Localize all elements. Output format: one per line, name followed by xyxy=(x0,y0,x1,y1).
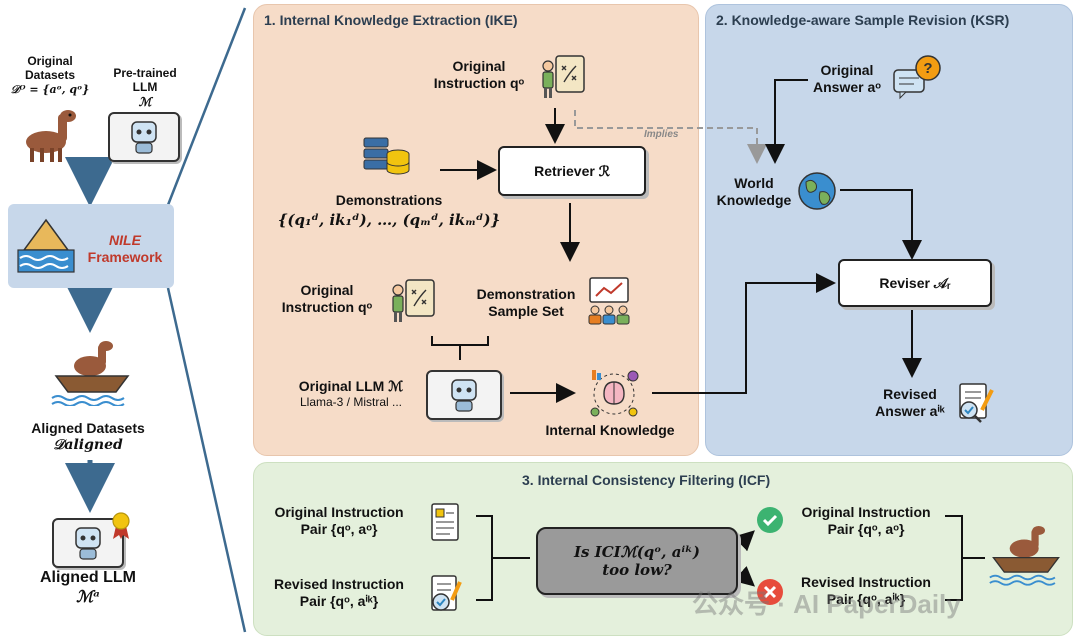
reviser-box: Reviser 𝒜ᵣ xyxy=(838,259,992,307)
original-llm-monitor xyxy=(426,370,502,420)
world-knowledge-label: World Knowledge xyxy=(716,175,792,208)
aligned-llm-label: Aligned LLM ℳᵃ xyxy=(40,569,136,607)
internal-knowledge-label: Internal Knowledge xyxy=(545,422,675,438)
teacher-board-icon xyxy=(392,279,435,322)
watermark: 公众号 · AI PaperDaily xyxy=(692,589,961,619)
svg-text:?: ? xyxy=(923,60,932,77)
cross-icon xyxy=(757,579,783,605)
nile-label: NILE Framework xyxy=(87,232,163,265)
check-icon xyxy=(757,507,783,533)
implies-label: Implies xyxy=(644,129,679,140)
original-llm-label: Original LLM ℳ Llama-3 / Mistral ... xyxy=(298,378,404,409)
original-instruction-mid-label: Original Instruction qᵒ xyxy=(281,282,373,315)
robot-icon xyxy=(131,121,157,154)
llama-boat-icon xyxy=(989,525,1060,586)
rev-pair-right-label: Revised Instruction Pair {qᵒ, aⁱᵏ} xyxy=(801,574,931,607)
document-check-icon xyxy=(431,575,462,611)
rev-pair-left-label: Revised Instruction Pair {qᵒ, aⁱᵏ} xyxy=(274,576,404,609)
demo-sample-set-label: Demonstration Sample Set xyxy=(476,286,576,319)
retriever-box: Retriever ℛ xyxy=(498,146,646,196)
question-chat-icon: ? xyxy=(893,55,941,100)
medal-icon xyxy=(112,512,130,539)
llama-icon xyxy=(26,110,76,162)
original-answer-label: Original Answer aᵒ xyxy=(813,62,881,95)
orig-pair-left-label: Original Instruction Pair {qᵒ, aᵒ} xyxy=(274,504,404,537)
teacher-board-icon xyxy=(542,55,585,98)
original-instruction-top-label: Original Instruction qᵒ xyxy=(433,58,525,91)
pretrained-llm-monitor xyxy=(108,112,180,162)
document-list-icon xyxy=(431,503,459,541)
llama-boat-icon xyxy=(51,341,130,406)
brain-icon xyxy=(590,370,639,417)
revised-answer-label: Revised Answer aⁱᵏ xyxy=(875,386,945,419)
ksr-title: 2. Knowledge-aware Sample Revision (KSR) xyxy=(716,12,1010,28)
aligned-llm-monitor xyxy=(52,518,124,568)
icf-title: 3. Internal Consistency Filtering (ICF) xyxy=(522,472,771,488)
ksr-panel xyxy=(705,4,1073,456)
consistency-question-box: Is ICIℳ(qᵒ, aⁱᵏ) too low? xyxy=(536,527,738,595)
aligned-datasets-label: Aligned Datasets 𝒟aligned xyxy=(31,420,145,453)
database-icon xyxy=(363,137,410,175)
presentation-icon xyxy=(588,277,630,325)
pretrained-llm-label: Pre-trained LLM ℳ xyxy=(113,66,177,109)
demonstrations-label: Demonstrations {(q₁ᵈ, ik₁ᵈ), …, (qₘᵈ, ik… xyxy=(277,192,501,229)
globe-icon xyxy=(798,172,836,210)
original-datasets-label: Original Datasets 𝒟ᴼ = {aᵒ, qᵒ} xyxy=(10,54,90,96)
document-check-icon xyxy=(959,383,994,423)
pyramid-river-icon xyxy=(17,218,75,273)
robot-icon xyxy=(75,527,101,560)
ike-title: 1. Internal Knowledge Extraction (IKE) xyxy=(264,12,518,28)
robot-icon xyxy=(451,379,477,412)
orig-pair-right-label: Original Instruction Pair {qᵒ, aᵒ} xyxy=(801,504,931,537)
